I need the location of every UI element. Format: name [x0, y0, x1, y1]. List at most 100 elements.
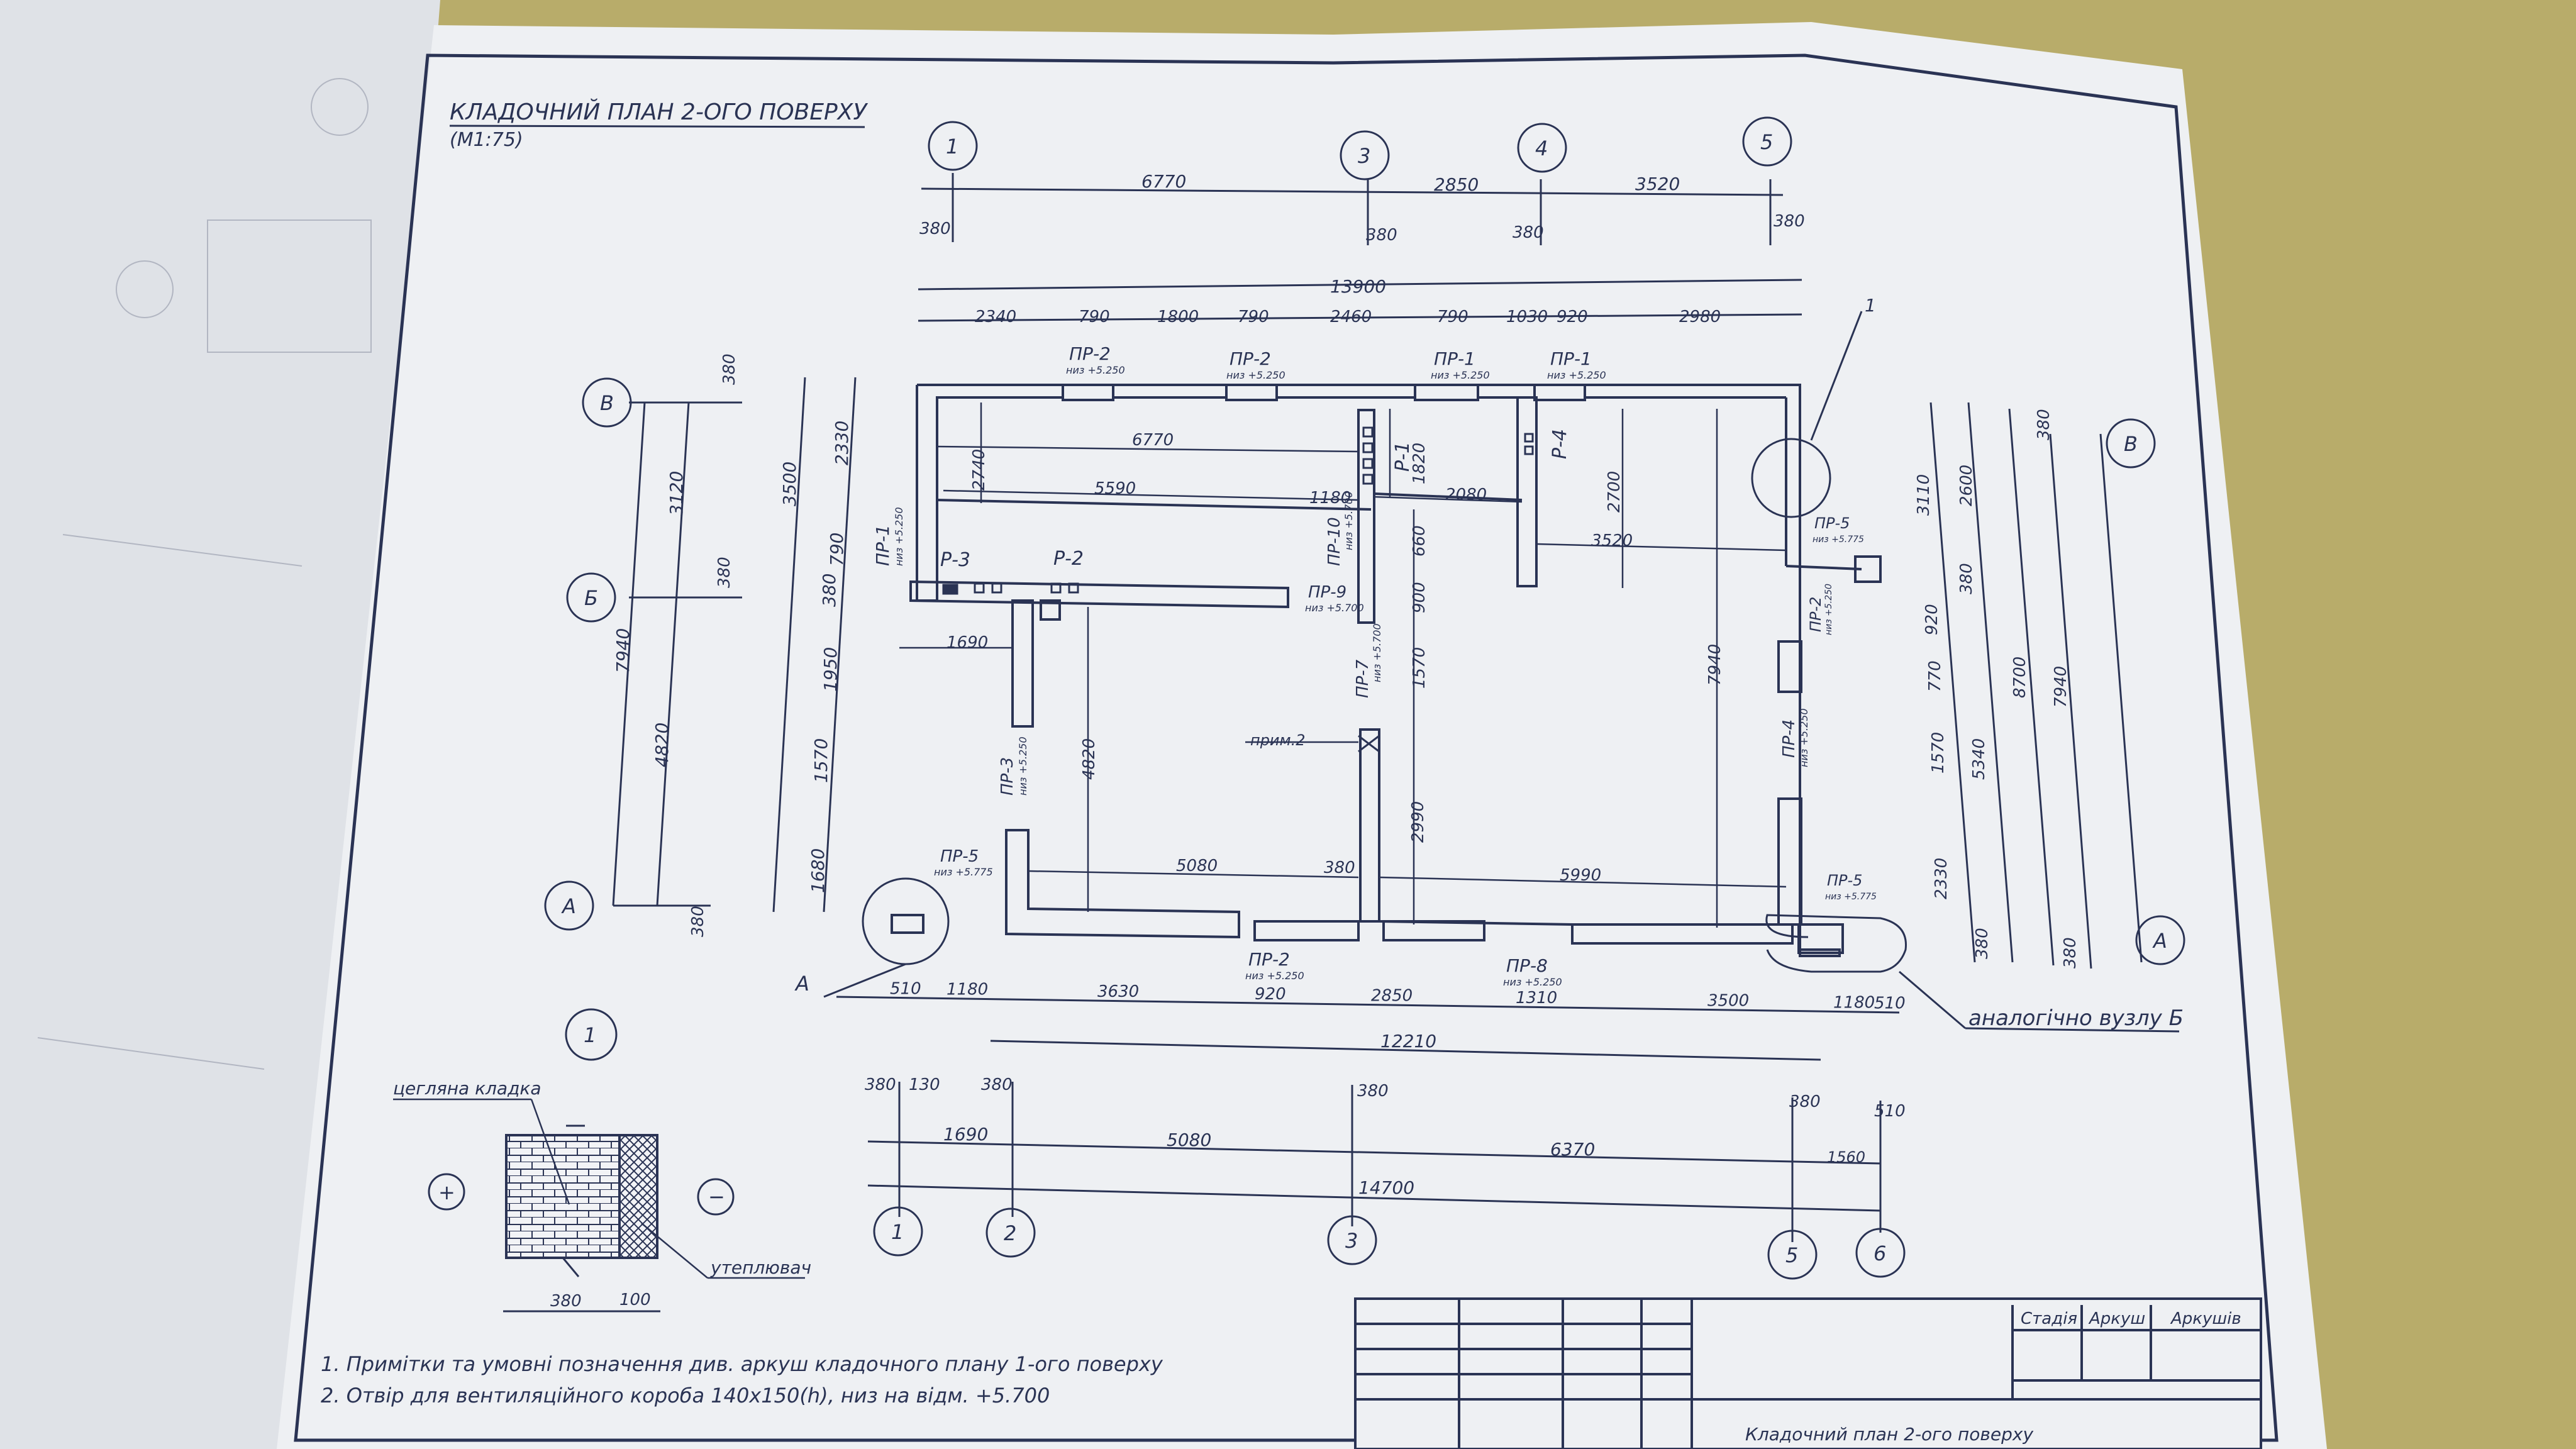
sheet-title: КЛАДОЧНИЙ ПЛАН 2-ОГО ПОВЕРХУ — [450, 99, 868, 125]
brick-wall-section — [505, 1134, 621, 1259]
dim-top-row3-3: 790 — [1238, 308, 1269, 326]
dim-right-8: 8700 — [2011, 657, 2029, 698]
axis-top-5-label: 5 — [1760, 130, 1773, 154]
underlying-sheet-drawing — [37, 78, 372, 1070]
plan-label-pr8_bottom_level: низ +5.250 — [1503, 976, 1562, 988]
axis-left-В-label: В — [600, 391, 614, 415]
dim-interior-15: 5080 — [1176, 857, 1218, 875]
dim-left-380-mid: 380 — [715, 557, 734, 588]
dim-top-row3-2: 1800 — [1157, 308, 1199, 326]
dim-top-2850: 2850 — [1434, 174, 1479, 195]
dim-lines-right — [1929, 402, 2143, 969]
tb-sheet: Аркуш — [2088, 1309, 2145, 1328]
tb-stage: Стадія — [2021, 1309, 2077, 1328]
lintel-top-level-1: низ +5.250 — [1226, 369, 1285, 381]
axis-bottom-2-label: 2 — [1004, 1221, 1016, 1245]
dim-left-4820: 4820 — [652, 723, 672, 767]
plan-label-pr10: ПР-10 — [1325, 517, 1344, 566]
sheet-scale: (М1:75) — [450, 129, 523, 151]
dim-overall-top: 13900 — [1330, 276, 1386, 297]
plan-label-pr5_left: ПР-5 — [940, 847, 979, 866]
dim-interior-13: 1690 — [947, 633, 988, 652]
dim-top-380-c: 380 — [1513, 223, 1544, 242]
title-underline — [449, 125, 865, 128]
dim-bottom-small-4: 380 — [1789, 1092, 1821, 1111]
dim-bottom-row1-7: 1180 — [1833, 993, 1875, 1012]
lintel-top-3: ПР-1 — [1550, 348, 1592, 369]
node-detail-number: 1 — [584, 1023, 596, 1047]
plan-label-pr4_right_level: низ +5.250 — [1798, 708, 1810, 767]
plan-label-pr5_right_bot: ПР-5 — [1827, 872, 1862, 889]
dim-interior-4: 1820 — [1410, 443, 1429, 484]
dim-left-inner-4: 1950 — [820, 647, 841, 692]
plan-label-pr2_right_level: низ +5.250 — [1824, 584, 1834, 635]
tb-sheets: Аркушів — [2170, 1309, 2241, 1328]
dim-interior-17: 5990 — [1560, 866, 1601, 885]
dim-interior-9: 900 — [1410, 582, 1429, 613]
dim-top-row3-7: 920 — [1557, 308, 1588, 326]
insulation-section — [618, 1134, 658, 1259]
dim-top-380-d: 380 — [1774, 212, 1805, 231]
axis-top-3-label: 3 — [1358, 144, 1370, 168]
plan-label-pr10_level: низ +5.700 — [1343, 491, 1355, 550]
dim-right-1: 3110 — [1914, 474, 1933, 516]
axis-left-А-label: А — [561, 894, 576, 918]
dim-interior-6: 2700 — [1605, 471, 1624, 513]
plan-label-pr2_bottom: ПР-2 — [1248, 949, 1290, 970]
note-2: 2. Отвір для вентиляційного короба 140х1… — [321, 1384, 1050, 1407]
plan-label-node_a: А — [794, 972, 809, 996]
dim-line-12210 — [990, 1040, 1821, 1061]
dim-bottom-row1-5: 1310 — [1516, 989, 1557, 1008]
axis-bottom-3-label: 3 — [1345, 1229, 1358, 1253]
dim-top-380-a: 380 — [919, 219, 951, 238]
minus-sign: − — [708, 1185, 725, 1209]
dim-left-inner-5: 1570 — [811, 738, 831, 783]
dim-left-380-bot: 380 — [689, 906, 708, 937]
dim-top-3520: 3520 — [1635, 174, 1680, 194]
axis-bottom-5-label: 5 — [1785, 1243, 1798, 1267]
axis-top-5: 5 — [1742, 116, 1792, 167]
dim-overall-bottom: 14700 — [1358, 1177, 1414, 1198]
dim-right-9: 7940 — [2051, 666, 2070, 708]
plan-label-pr1_left: ПР-1 — [872, 525, 893, 566]
plan-label-p4: Р-4 — [1549, 429, 1571, 459]
plan-label-pr7_level: низ +5.700 — [1371, 623, 1383, 682]
sheet-paper — [277, 22, 2327, 1449]
dim-left-380-top: 380 — [720, 353, 739, 385]
dim-bottom-small-5: 510 — [1874, 1102, 1906, 1121]
plan-label-pr3_level: низ +5.250 — [1017, 736, 1029, 796]
lintel-top-level-0: низ +5.250 — [1066, 364, 1125, 376]
axis-bottom-5: 5 — [1767, 1230, 1818, 1280]
dim-bottom-12210: 12210 — [1380, 1031, 1436, 1052]
axis-top-4: 4 — [1517, 123, 1567, 173]
dim-interior-0: 6770 — [1132, 431, 1174, 450]
dim-left-3120: 3120 — [666, 471, 687, 516]
plus-sign: + — [438, 1180, 455, 1204]
dim-interior-16: 380 — [1324, 858, 1355, 877]
dim-lines-bottom-2 — [867, 1082, 1882, 1242]
dim-interior-14: 4820 — [1080, 738, 1099, 780]
dim-bottom-small-3: 380 — [1357, 1082, 1389, 1101]
tb-drawing-name: Кладочний план 2-ого поверху — [1745, 1424, 2033, 1445]
axis-bottom-6-label: 6 — [1874, 1241, 1886, 1265]
dim-bottom-row1-4: 2850 — [1371, 987, 1413, 1006]
dim-right-5: 770 — [1926, 660, 1945, 692]
axis-top-3: 3 — [1340, 130, 1390, 180]
dim-bottom-small-2: 380 — [981, 1075, 1013, 1094]
lintel-top-level-3: низ +5.250 — [1547, 369, 1606, 381]
floor-plan-walls — [891, 384, 1882, 957]
dim-line-top-1 — [921, 173, 1784, 245]
dim-interior-5: 2080 — [1445, 486, 1487, 504]
dim-top-row3-6: 1030 — [1506, 308, 1548, 326]
plan-label-p1: Р-1 — [1392, 441, 1414, 472]
dim-interior-8: 660 — [1410, 525, 1429, 557]
dim-top-row3-5: 790 — [1437, 308, 1468, 326]
plan-details — [823, 311, 2180, 1033]
node-dim-100: 100 — [619, 1291, 651, 1309]
axis-right-В-label: В — [2124, 432, 2138, 456]
axis-right-В: В — [2106, 418, 2156, 469]
node-detail-1: 1 цегляна кладка утеплювач + − 380 100 — [393, 1008, 811, 1313]
dim-interior-3: 2740 — [970, 449, 989, 491]
dim-left-7940: 7940 — [613, 628, 633, 673]
dim-left-inner-3: 380 — [819, 574, 840, 607]
